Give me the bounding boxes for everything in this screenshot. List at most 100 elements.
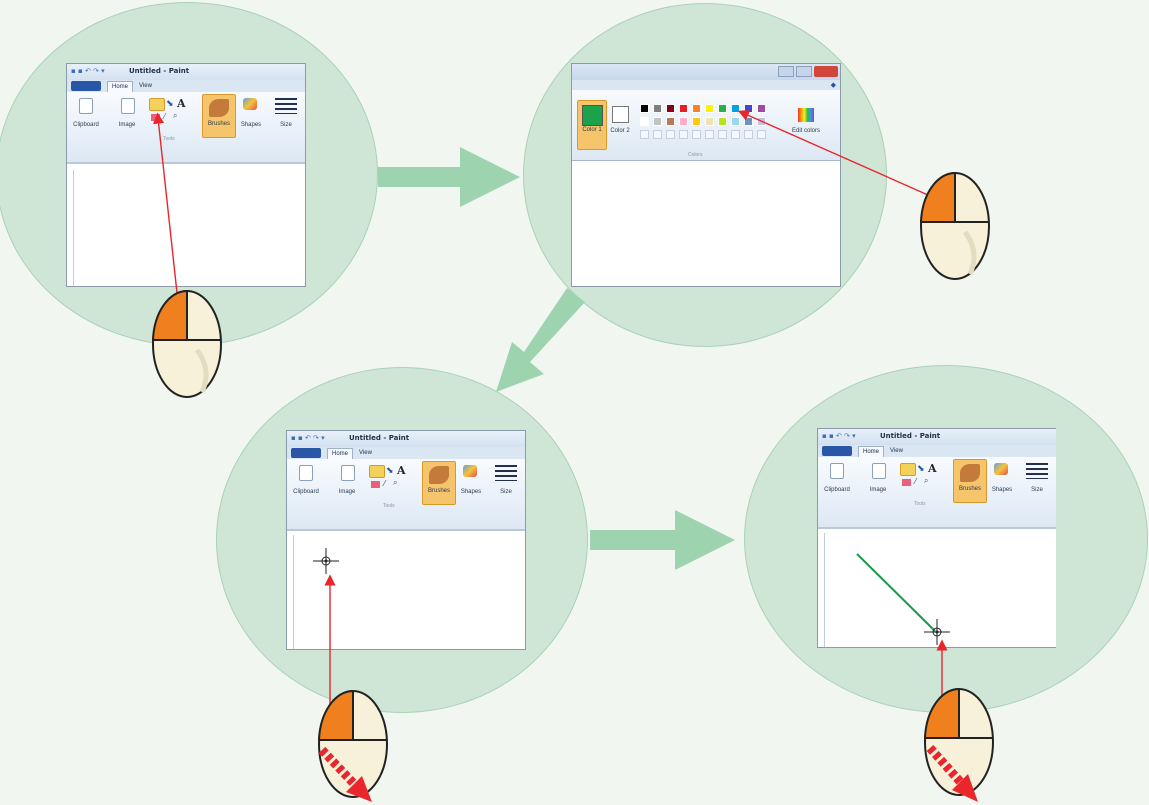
clipboard-icon[interactable] <box>79 98 93 114</box>
tab-view[interactable]: View <box>359 450 372 456</box>
paint-menu-button[interactable] <box>822 446 852 456</box>
tab-view[interactable]: View <box>139 83 152 89</box>
shapes-icon[interactable] <box>243 98 257 110</box>
flow-arrow-icon <box>496 288 585 392</box>
drawing-canvas[interactable] <box>824 533 1056 647</box>
custom-swatch[interactable] <box>705 130 714 139</box>
color-picker-icon[interactable]: ⁄ <box>164 112 166 121</box>
fill-icon[interactable]: ⬊ <box>917 463 925 473</box>
drag-arrow-icon <box>926 744 978 802</box>
palette-swatch[interactable] <box>653 117 662 126</box>
palette-swatch[interactable] <box>640 117 649 126</box>
drag-arrow-icon <box>318 746 372 802</box>
quick-access-icons[interactable]: ▪ ▪ ↶ ↷ ▾ <box>71 67 105 75</box>
palette-swatch[interactable] <box>666 117 675 126</box>
magnifier-icon[interactable]: ⌕ <box>924 476 929 485</box>
palette-swatch[interactable] <box>757 104 766 113</box>
brushes-button[interactable]: Brushes <box>422 461 456 505</box>
palette-swatch[interactable] <box>679 104 688 113</box>
text-icon[interactable]: A <box>928 462 937 475</box>
tab-view[interactable]: View <box>890 448 903 454</box>
text-icon[interactable]: A <box>397 464 406 477</box>
color-picker-icon[interactable]: ⁄ <box>915 477 917 486</box>
close-icon[interactable] <box>814 66 838 77</box>
pointer-line <box>737 110 929 196</box>
brushes-label: Brushes <box>427 488 450 494</box>
canvas-divider <box>818 527 1056 529</box>
drawing-canvas[interactable] <box>572 174 840 286</box>
brushes-label: Brushes <box>207 121 230 127</box>
eraser-icon[interactable] <box>902 479 911 486</box>
ribbon-tabs: Home View <box>818 445 1056 457</box>
drawing-canvas[interactable] <box>293 535 525 649</box>
size-icon[interactable] <box>495 465 517 481</box>
custom-swatch[interactable] <box>744 130 753 139</box>
canvas-divider <box>287 529 525 531</box>
colors-group-label: Colors <box>688 152 703 158</box>
tab-home[interactable]: Home <box>327 448 354 459</box>
text-icon[interactable]: A <box>177 97 186 110</box>
pencil-icon[interactable] <box>900 463 916 476</box>
flow-arrow-icon <box>378 147 520 207</box>
maximize-icon[interactable] <box>796 66 812 77</box>
palette-swatch[interactable] <box>666 104 675 113</box>
quick-access-icons[interactable]: ▪ ▪ ↶ ↷ ▾ <box>291 434 325 442</box>
palette-swatch[interactable] <box>705 117 714 126</box>
minimize-icon[interactable] <box>778 66 794 77</box>
tab-home[interactable]: Home <box>858 446 885 457</box>
color2-label: Color 2 <box>610 128 630 134</box>
color1-swatch <box>582 105 603 126</box>
size-icon[interactable] <box>275 98 297 114</box>
palette-swatch[interactable] <box>640 104 649 113</box>
pencil-icon[interactable] <box>149 98 165 111</box>
image-icon[interactable] <box>121 98 135 114</box>
image-icon[interactable] <box>872 463 886 479</box>
custom-swatch[interactable] <box>692 130 701 139</box>
color1-button[interactable]: Color 1 <box>577 100 607 150</box>
magnifier-icon[interactable]: ⌕ <box>393 478 398 487</box>
palette-swatch[interactable] <box>718 104 727 113</box>
shapes-icon[interactable] <box>463 465 477 477</box>
paint-menu-button[interactable] <box>71 81 101 91</box>
pencil-icon[interactable] <box>369 465 385 478</box>
size-icon[interactable] <box>1026 463 1048 479</box>
brushes-button[interactable]: Brushes <box>202 94 236 138</box>
fill-icon[interactable]: ⬊ <box>166 98 174 108</box>
palette-swatch[interactable] <box>653 104 662 113</box>
clipboard-label: Clipboard <box>293 489 319 495</box>
image-label: Image <box>338 489 356 495</box>
eraser-icon[interactable] <box>371 481 380 488</box>
palette-swatch[interactable] <box>705 104 714 113</box>
custom-swatch[interactable] <box>653 130 662 139</box>
clipboard-icon[interactable] <box>299 465 313 481</box>
quick-access-icons[interactable]: ▪ ▪ ↶ ↷ ▾ <box>822 432 856 440</box>
fill-icon[interactable]: ⬊ <box>386 465 394 475</box>
palette-swatch[interactable] <box>718 117 727 126</box>
drawn-line <box>856 553 936 632</box>
tab-home[interactable]: Home <box>107 81 134 92</box>
drawing-canvas[interactable] <box>73 170 305 286</box>
color2-swatch[interactable] <box>612 106 629 123</box>
tools-label: Tools <box>914 501 926 507</box>
brushes-button[interactable]: Brushes <box>953 459 987 503</box>
palette-swatch[interactable] <box>731 117 740 126</box>
palette-swatch[interactable] <box>692 104 701 113</box>
custom-swatch[interactable] <box>757 130 766 139</box>
help-icon[interactable]: ◆ <box>830 82 836 89</box>
custom-swatch[interactable] <box>640 130 649 139</box>
image-icon[interactable] <box>341 465 355 481</box>
clipboard-icon[interactable] <box>830 463 844 479</box>
paint-menu-button[interactable] <box>291 448 321 458</box>
magnifier-icon[interactable]: ⌕ <box>173 111 178 120</box>
palette-swatch[interactable] <box>692 117 701 126</box>
palette-swatch[interactable] <box>731 104 740 113</box>
custom-swatch[interactable] <box>731 130 740 139</box>
edit-colors-icon[interactable] <box>798 108 814 122</box>
crosshair-icon <box>924 619 950 645</box>
color-picker-icon[interactable]: ⁄ <box>384 479 386 488</box>
custom-swatch[interactable] <box>666 130 675 139</box>
palette-swatch[interactable] <box>679 117 688 126</box>
custom-swatch[interactable] <box>718 130 727 139</box>
shapes-icon[interactable] <box>994 463 1008 475</box>
custom-swatch[interactable] <box>679 130 688 139</box>
